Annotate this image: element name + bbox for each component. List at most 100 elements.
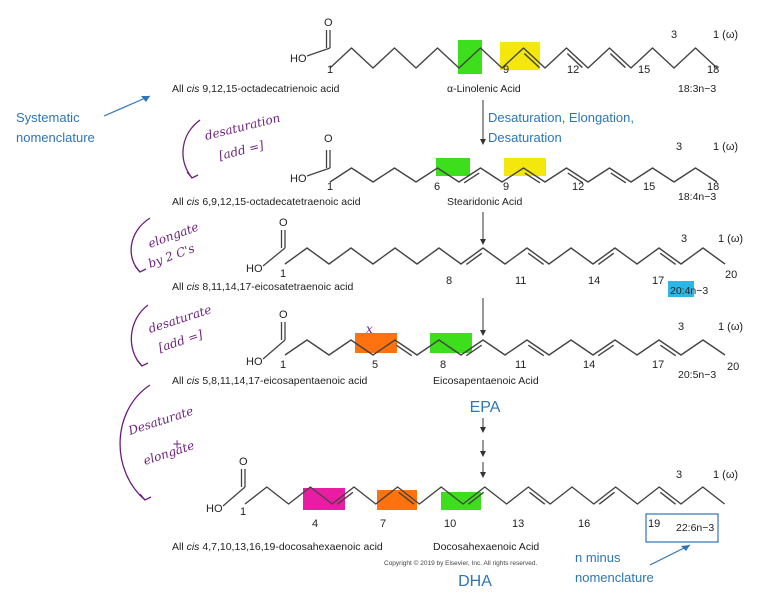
shorthand-20-5: 20:5n−3: [678, 369, 716, 381]
hydroxyl-label: HO: [246, 356, 263, 368]
systematic-name-part: 9,12,15-octadecatrienoic acid: [199, 83, 339, 95]
carbon-label-1: 1: [280, 268, 286, 280]
pathway-arrow-3-head: [480, 330, 486, 336]
oxygen-label: O: [239, 456, 248, 468]
cis-double-bond: [527, 252, 545, 265]
highlight-delta4-magenta: [303, 488, 345, 510]
carbon-label-8: 8: [446, 275, 452, 287]
carbon-label-9: 9: [503, 64, 509, 76]
systematic-name-part: 6,9,12,15-octadecatetraenoic acid: [199, 196, 360, 208]
highlight-delta5-orange: [355, 333, 397, 353]
cis-double-bond: [567, 172, 584, 184]
highlight-delta7-orange: [377, 490, 417, 510]
shorthand-22-6: 22:6n−3: [676, 522, 714, 534]
cis-double-bond: [337, 491, 354, 505]
cis-double-bond: [659, 344, 677, 357]
shorthand-20-4: 20:4n−3: [670, 285, 708, 297]
systematic-name: All cis 4,7,10,13,16,19-docosahexaenoic …: [172, 541, 383, 553]
carbon-label-18: 18: [707, 64, 719, 76]
highlight-20-cyan: [668, 281, 694, 297]
carbon-label-8: 8: [440, 359, 446, 371]
common-name-epa: Eicosapentaenoic Acid: [433, 375, 539, 387]
carbon-label-9: 9: [503, 181, 509, 193]
carbon-label-1: 1: [240, 506, 246, 518]
carbon-label-omega1: 1 (ω): [713, 29, 738, 41]
cis-double-bond: [659, 252, 677, 265]
carbon-label-4: 4: [312, 518, 318, 530]
carbon-label-1: 1: [280, 359, 286, 371]
pathway-label-line2: Desaturation: [488, 130, 562, 145]
cis-italic: cis: [187, 375, 201, 387]
hydroxyl-label: HO: [290, 53, 307, 65]
hydroxyl-label: HO: [246, 263, 263, 275]
handwritten-arrow-1: [182, 119, 201, 179]
hydroxyl-label: HO: [206, 503, 223, 515]
carbon-label-18: 18: [707, 181, 719, 193]
handwritten-arrow-3-head: [136, 359, 149, 367]
systematic-name: All cis 6,9,12,15-octadecatetraenoic aci…: [172, 196, 361, 208]
molecule-5-chain: [244, 486, 726, 505]
pathway-arrow-6-head: [480, 472, 486, 478]
shorthand-18-3: 18:3n−3: [678, 83, 716, 95]
cis-double-bond: [467, 491, 485, 505]
cis-double-bond: [529, 491, 546, 505]
handwritten-add-double-1: [add =]: [217, 138, 265, 163]
carbon-label-16: 16: [578, 518, 590, 530]
carbon-label-14: 14: [583, 359, 595, 371]
handwritten-arrow-3: [130, 304, 149, 367]
cis-double-bond: [597, 252, 615, 265]
cis-double-bond: [398, 491, 415, 505]
n-minus-pointer-head: [681, 545, 690, 551]
cis-italic: cis: [187, 541, 201, 553]
oxygen-label: O: [279, 309, 288, 321]
systematic-name-part: 8,11,14,17-eicosatetraenoic acid: [199, 281, 353, 293]
carbon-label-11: 11: [515, 275, 526, 287]
carbon-label-omega3: 3: [671, 29, 677, 41]
oxygen-label: O: [324, 17, 333, 29]
highlight-delta9-yellow: [504, 158, 546, 176]
handwritten-arrow-1-head: [186, 171, 199, 179]
systematic-name-part: 5,8,11,14,17-eicosapentaenoic acid: [199, 375, 367, 387]
systematic-name: All cis 5,8,11,14,17-eicosapentaenoic ac…: [172, 375, 368, 387]
systematic-name-part: All: [172, 83, 187, 95]
systematic-name-part: 4,7,10,13,16,19-docosahexaenoic acid: [199, 541, 382, 553]
n-minus-annotation-line1: n minus: [575, 550, 621, 565]
cis-double-bond: [597, 344, 615, 357]
molecule-3-chain: [284, 247, 726, 265]
shorthand-18-4: 18:4n−3: [678, 191, 716, 203]
carbon-label-10: 10: [444, 518, 456, 530]
highlight-delta10-green: [441, 492, 481, 510]
handwritten-arrow-4-head: [139, 493, 152, 501]
carbon-label-17: 17: [652, 359, 664, 371]
dha-label: DHA: [458, 573, 492, 590]
handwritten-elongate-2: elongate: [142, 438, 196, 468]
copyright-note: Copyright © 2019 by Elsevier, Inc. All r…: [384, 559, 537, 567]
carbon-chain-bonds: [244, 486, 726, 505]
hydroxyl-bond: [262, 247, 286, 267]
carbon-label-1: 1: [327, 181, 333, 193]
molecule-4-chain: [284, 339, 726, 357]
carbon-label-omega1: 1 (ω): [713, 141, 738, 153]
carbon-label-12: 12: [572, 181, 584, 193]
carbon-label-omega3: 3: [676, 141, 682, 153]
hydroxyl-bond: [306, 167, 331, 177]
carbon-chain-bonds: [284, 339, 726, 356]
cis-double-bond: [463, 172, 480, 184]
carbon-label-omega1: 1 (ω): [718, 321, 743, 333]
carbon-label-omega3: 3: [676, 469, 682, 481]
handwritten-desaturate: desaturate: [147, 302, 214, 336]
systematic-name-part: All: [172, 281, 187, 293]
oxygen-label: O: [279, 217, 288, 229]
cis-double-bond: [523, 53, 540, 69]
systematic-name-part: All: [172, 196, 187, 208]
carbon-label-omega1: 1 (ω): [713, 469, 738, 481]
carbon-label-11: 11: [515, 359, 526, 371]
pathway-arrow-5-head: [480, 451, 486, 457]
pathway-arrow-1-head: [480, 139, 486, 145]
n-minus-annotation-line2: nomenclature: [575, 570, 654, 585]
n-minus-box: [645, 513, 719, 543]
pathway-arrow-2-head: [480, 239, 486, 245]
carbon-label-20: 20: [725, 269, 737, 281]
carbon-label-14: 14: [588, 275, 600, 287]
